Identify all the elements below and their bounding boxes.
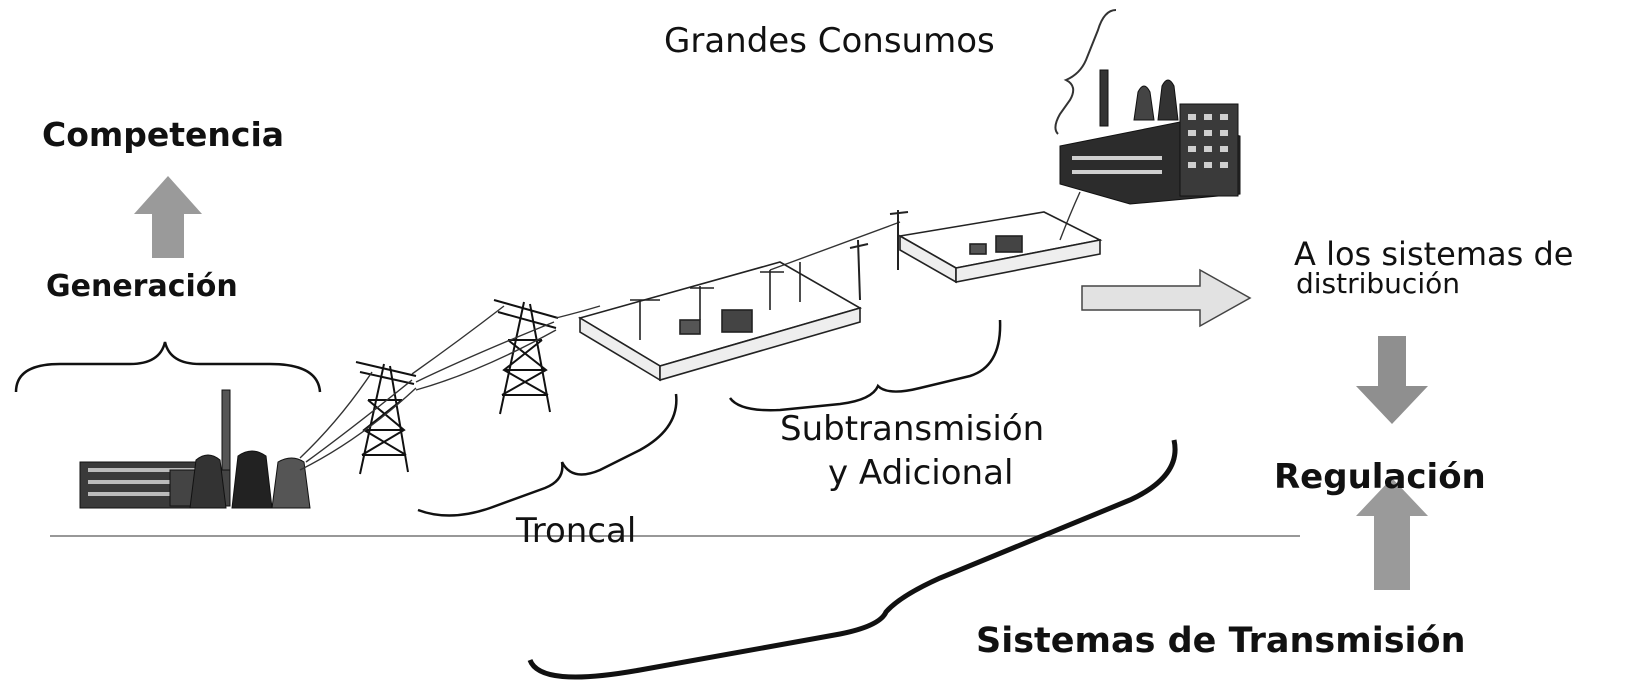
- label-subtransmision-1: Subtransmisión: [780, 409, 1045, 449]
- label-generacion: Generación: [46, 269, 238, 304]
- brace-generacion: [14, 341, 322, 393]
- down-arrow-icon: [1356, 336, 1428, 424]
- transmission-tower-icon-3: [849, 210, 909, 301]
- up-arrow-icon-2: [1356, 478, 1428, 590]
- brace-subtransmision: [728, 319, 1002, 412]
- up-arrow-icon: [134, 176, 202, 258]
- factory-icon: [1059, 69, 1241, 205]
- transmission-tower-icon: [355, 361, 417, 475]
- label-troncal: Troncal: [516, 511, 637, 551]
- substation-icon-2: [897, 211, 1103, 284]
- label-distribucion-1: A los sistemas de: [1294, 235, 1574, 273]
- brace-grandes-consumos: [1054, 9, 1117, 135]
- label-competencia: Competencia: [42, 115, 285, 154]
- label-sistemas-transmision: Sistemas de Transmisión: [976, 621, 1466, 661]
- right-arrow-icon: [1081, 268, 1252, 328]
- label-subtransmision-2: y Adicional: [828, 453, 1014, 493]
- label-regulacion: Regulación: [1274, 457, 1486, 497]
- substation-icon: [577, 261, 863, 382]
- power-lines: [299, 191, 1081, 471]
- label-distribucion-2: distribución: [1296, 267, 1460, 300]
- brace-troncal: [417, 393, 678, 517]
- label-grandes-consumos: Grandes Consumos: [664, 21, 995, 61]
- brace-sistemas-transmision: [527, 439, 1178, 680]
- power-plant-icon: [79, 389, 311, 509]
